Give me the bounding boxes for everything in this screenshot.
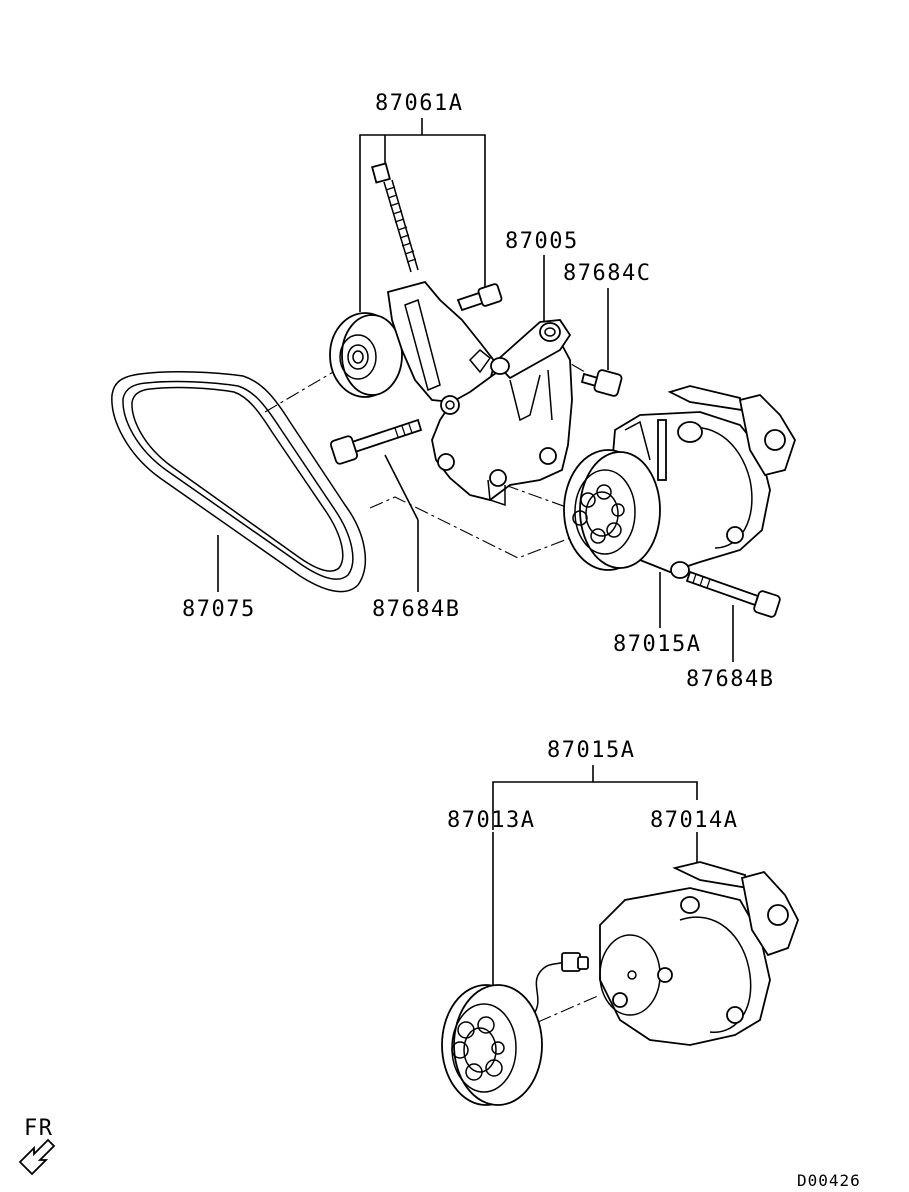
- label-87005: 87005: [505, 229, 579, 254]
- bolt-87684C: [580, 369, 623, 397]
- tensioner-bolt: [456, 283, 503, 312]
- bolt-87684B-right: [685, 570, 781, 618]
- label-87015A-top: 87015A: [613, 632, 701, 657]
- label-87075: 87075: [182, 597, 256, 622]
- diagram-code: D00426: [797, 1171, 861, 1187]
- label-87015A-bottom: 87015A: [547, 738, 635, 763]
- front-marker-label: FR: [24, 1116, 54, 1141]
- label-87684B-right: 87684B: [686, 667, 774, 692]
- compressor-bottom: [441, 861, 799, 1106]
- label-87014A: 87014A: [650, 808, 738, 833]
- bolt-87684B-left: [329, 418, 423, 465]
- label-87061A: 87061A: [375, 91, 463, 116]
- drive-belt: [111, 371, 366, 593]
- label-87013A: 87013A: [447, 808, 535, 833]
- front-arrow-icon: [18, 1138, 56, 1176]
- adjusting-bolt: [371, 162, 419, 273]
- idler-pulley: [329, 312, 403, 398]
- label-87684C: 87684C: [563, 261, 651, 286]
- part-labels: 87061A 87005 87684C 87075 87684B 87015A …: [24, 91, 861, 1190]
- compressor-bracket: [386, 280, 573, 507]
- label-87684B-left: 87684B: [372, 597, 460, 622]
- compressor-top: [563, 385, 796, 579]
